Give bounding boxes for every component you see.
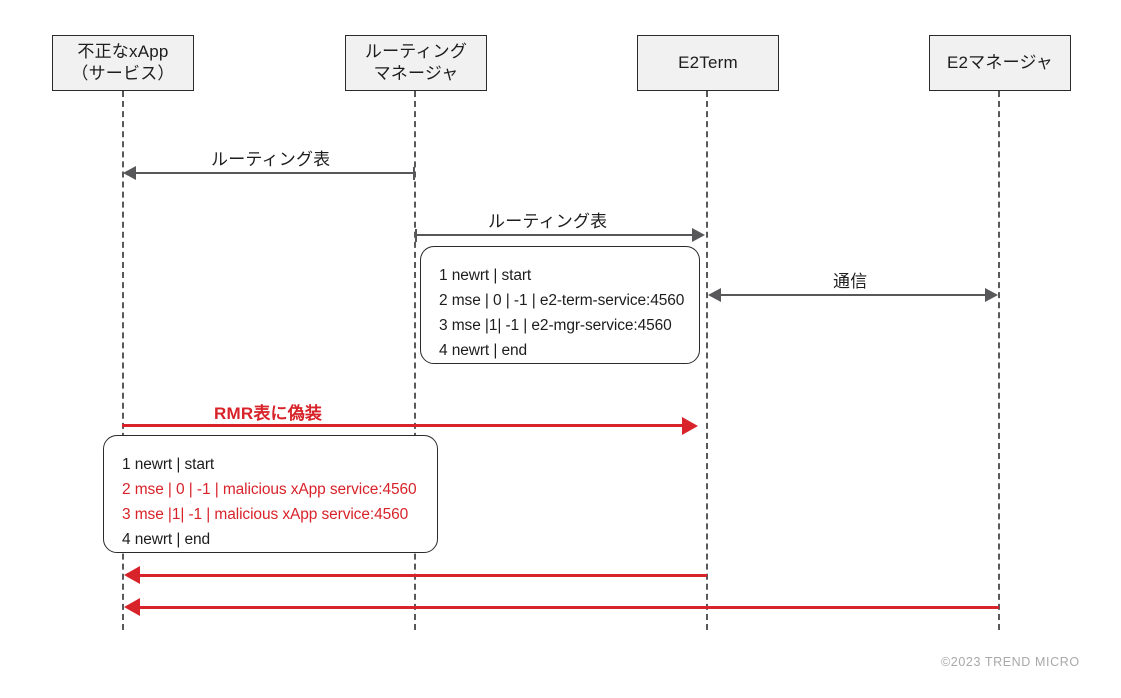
message-line-e2term-reply (140, 574, 707, 577)
message-tail-tick-routing-table-to-xapp (413, 167, 415, 180)
note-spoofed-routing-table: 1 newrt | start 2 mse | 0 | -1 | malicio… (103, 435, 438, 553)
message-line-rmr-spoof (122, 424, 684, 427)
actor-label-rtmgr-line2: マネージャ (373, 64, 459, 83)
actor-box-e2manager[interactable]: E2マネージャ (929, 35, 1071, 91)
note-line: 2 mse | 0 | -1 | e2-term-service:4560 (439, 292, 685, 310)
actor-label-xapp-line2: （サービス） (71, 64, 175, 83)
note-line: 1 newrt | start (439, 267, 532, 284)
message-tail-tick-routing-table-to-e2term (415, 229, 417, 242)
actor-label-rtmgr-line1: ルーティング (364, 41, 468, 61)
actor-box-routing-manager[interactable]: ルーティング マネージャ (345, 35, 487, 91)
message-line-communication (721, 294, 985, 296)
copyright-notice: ©2023 TREND MICRO (941, 655, 1080, 669)
lifeline-routing-manager (414, 91, 416, 630)
note-line: 1 newrt | start (122, 456, 215, 473)
arrowhead-left-routing-table-to-xapp (123, 166, 136, 180)
note-line: 4 newrt | end (122, 531, 211, 549)
arrowhead-right-rmr-spoof (682, 417, 698, 435)
actor-label-e2mgr-line1: E2マネージャ (946, 52, 1053, 72)
note-line: 3 mse |1| -1 | e2-mgr-service:4560 (439, 317, 672, 335)
actor-label-e2term-line1: E2Term (678, 52, 738, 72)
arrowhead-left-e2term-reply (124, 566, 140, 584)
message-label-routing-table-to-xapp: ルーティング表 (211, 150, 331, 169)
message-line-e2manager-reply (140, 606, 999, 609)
note-legit-routing-table: 1 newrt | start 2 mse | 0 | -1 | e2-term… (420, 246, 700, 364)
message-label-communication: 通信 (833, 272, 868, 291)
arrowhead-right-communication (985, 288, 998, 302)
arrowhead-left-communication (708, 288, 721, 302)
note-line: 4 newrt | end (439, 342, 528, 360)
note-line: 3 mse |1| -1 | malicious xApp service:45… (122, 506, 409, 524)
actor-box-e2term[interactable]: E2Term (637, 35, 779, 91)
arrowhead-left-e2manager-reply (124, 598, 140, 616)
arrowhead-right-routing-table-to-e2term (692, 228, 705, 242)
lifeline-e2term (706, 91, 708, 630)
lifeline-e2manager (998, 91, 1000, 630)
message-line-routing-table-to-xapp (136, 172, 414, 174)
actor-box-xapp[interactable]: 不正なxApp （サービス） (52, 35, 194, 91)
lifeline-xapp (122, 91, 124, 630)
message-label-routing-table-to-e2term: ルーティング表 (488, 212, 608, 231)
note-line: 2 mse | 0 | -1 | malicious xApp service:… (122, 481, 417, 499)
actor-label-xapp-line1: 不正なxApp (77, 41, 169, 61)
message-label-rmr-spoof: RMR表に偽装 (214, 404, 323, 423)
message-line-routing-table-to-e2term (415, 234, 693, 236)
